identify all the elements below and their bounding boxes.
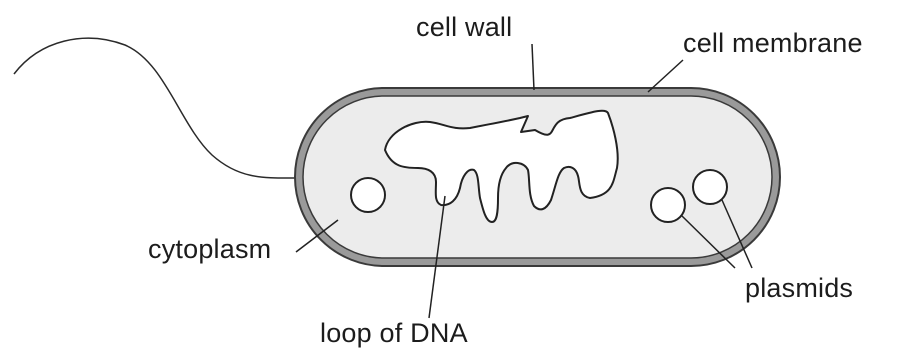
plasmid-right-2 <box>693 170 727 204</box>
loop-of-dna-label: loop of DNA <box>320 320 468 347</box>
cell-wall-label: cell wall <box>416 14 512 41</box>
leader-cell-wall <box>532 44 534 90</box>
plasmids-label: plasmids <box>745 275 853 302</box>
flagellum <box>14 38 300 178</box>
cell-membrane-label: cell membrane <box>683 30 863 57</box>
cytoplasm-label: cytoplasm <box>148 236 271 263</box>
plasmid-left <box>351 178 385 212</box>
plasmid-right-1 <box>651 188 685 222</box>
